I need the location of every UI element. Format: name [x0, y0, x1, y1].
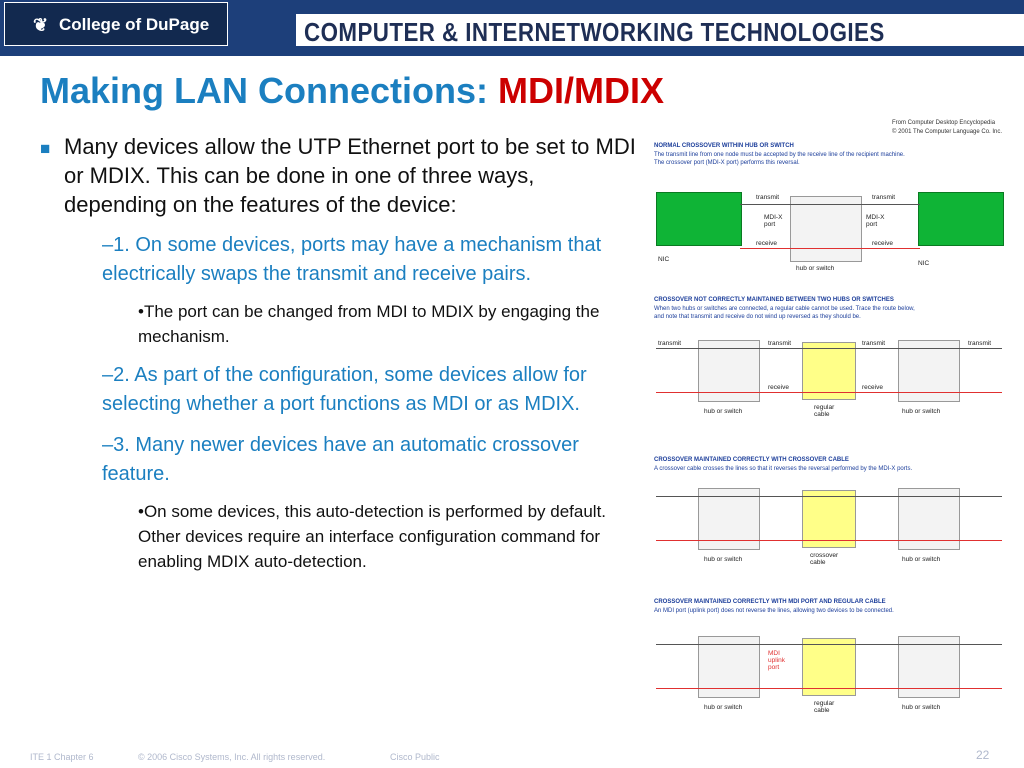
- label-hub: hub or switch: [902, 704, 941, 711]
- regular-cable: [802, 638, 856, 696]
- banner-text: COMPUTER & INTERNETWORKING TECHNOLOGIES: [304, 17, 885, 47]
- transmit-line: [656, 644, 1002, 645]
- nic-card-right: [918, 192, 1004, 246]
- label-hub: hub or switch: [704, 704, 743, 711]
- panel-2-title: CROSSOVER NOT CORRECTLY MAINTAINED BETWE…: [654, 297, 894, 303]
- label-nic: NIC: [658, 256, 670, 263]
- label-transmit: transmit: [768, 340, 792, 347]
- panel-2-heading: CROSSOVER NOT CORRECTLY MAINTAINED BETWE…: [654, 296, 915, 322]
- hub-2b: [898, 340, 960, 402]
- hub-3a: [698, 488, 760, 550]
- footer-classification: Cisco Public: [390, 752, 440, 762]
- panel-2-desc: When two hubs or switches are connected,…: [654, 305, 915, 321]
- panel-4-desc: An MDI port (uplink port) does not rever…: [654, 607, 894, 614]
- panel-3-desc: A crossover cable crosses the lines so t…: [654, 465, 913, 472]
- receive-line: [656, 540, 1002, 541]
- sub-bullet-3: –3. Many newer devices have an automatic…: [102, 434, 579, 485]
- nic-card-left: [656, 192, 742, 246]
- title-highlight: MDI/MDIX: [498, 70, 664, 111]
- college-logo: ❦ College of DuPage: [4, 2, 228, 46]
- label-crossover-cable: crossover cable: [810, 552, 839, 566]
- hub-2a: [698, 340, 760, 402]
- label-receive: receive: [756, 240, 777, 247]
- footer-chapter: ITE 1 Chapter 6: [30, 752, 94, 762]
- transmit-line: [740, 204, 920, 205]
- panel-4-title: CROSSOVER MAINTAINED CORRECTLY WITH MDI …: [654, 599, 886, 605]
- label-nic: NIC: [918, 260, 930, 267]
- panel-1-title: NORMAL CROSSOVER WITHIN HUB OR SWITCH: [654, 143, 794, 149]
- sub-bullet-3-detail: •On some devices, this auto-detection is…: [138, 502, 607, 571]
- label-hub: hub or switch: [796, 265, 835, 272]
- title-main: Making LAN Connections:: [40, 70, 498, 111]
- label-receive: receive: [862, 384, 883, 391]
- regular-cable: [802, 342, 856, 400]
- panel-1-desc: The transmit line from one node must be …: [654, 151, 905, 167]
- panel-1-heading: NORMAL CROSSOVER WITHIN HUB OR SWITCH Th…: [654, 142, 905, 168]
- slide-title: Making LAN Connections: MDI/MDIX: [40, 70, 664, 112]
- panel-3-heading: CROSSOVER MAINTAINED CORRECTLY WITH CROS…: [654, 456, 912, 473]
- page-number: 22: [976, 748, 990, 762]
- receive-line: [740, 248, 920, 249]
- label-transmit: transmit: [756, 194, 780, 201]
- label-hub: hub or switch: [902, 408, 941, 415]
- banner: COMPUTER & INTERNETWORKING TECHNOLOGIES: [296, 14, 1024, 47]
- hub-4b: [898, 636, 960, 698]
- figure-credit: From Computer Desktop Encyclopedia © 200…: [892, 120, 1003, 135]
- header-bar: ❦ College of DuPage COMPUTER & INTERNETW…: [0, 0, 1024, 56]
- slide-content: ■ Many devices allow the UTP Ethernet po…: [40, 132, 638, 574]
- logo-text: College of DuPage: [59, 15, 210, 34]
- label-transmit: transmit: [872, 194, 896, 201]
- label-regular-cable: regular cable: [814, 700, 835, 714]
- crossover-cable: [802, 490, 856, 548]
- label-transmit: transmit: [862, 340, 886, 347]
- leaf-icon: ❦: [33, 15, 49, 35]
- label-hub: hub or switch: [902, 556, 941, 563]
- sub-bullet-2: –2. As part of the configuration, some d…: [102, 364, 587, 415]
- bullet-intro: ■ Many devices allow the UTP Ethernet po…: [40, 132, 638, 219]
- label-transmit: transmit: [968, 340, 992, 347]
- label-mdix-port: MDI-X port: [764, 214, 783, 228]
- sub-bullet-1-detail: •The port can be changed from MDI to MDI…: [138, 302, 600, 346]
- hub-1: [790, 196, 862, 262]
- hub-4a: [698, 636, 760, 698]
- transmit-line: [656, 348, 1002, 349]
- label-transmit: transmit: [658, 340, 682, 347]
- label-receive: receive: [768, 384, 789, 391]
- sub-bullet-1: –1. On some devices, ports may have a me…: [102, 234, 602, 285]
- hub-3b: [898, 488, 960, 550]
- label-hub: hub or switch: [704, 556, 743, 563]
- label-mdi-uplink-port: MDI uplink port: [768, 650, 785, 671]
- label-receive: receive: [872, 240, 893, 247]
- label-hub: hub or switch: [704, 408, 743, 415]
- panel-4-heading: CROSSOVER MAINTAINED CORRECTLY WITH MDI …: [654, 598, 894, 615]
- bullet-intro-text: Many devices allow the UTP Ethernet port…: [64, 134, 636, 217]
- receive-line: [656, 392, 1002, 393]
- footer-copyright: © 2006 Cisco Systems, Inc. All rights re…: [138, 752, 326, 762]
- label-regular-cable: regular cable: [814, 404, 835, 418]
- label-mdix-port: MDI-X port: [866, 214, 885, 228]
- panel-3-title: CROSSOVER MAINTAINED CORRECTLY WITH CROS…: [654, 457, 849, 463]
- transmit-line: [656, 496, 1002, 497]
- square-bullet-icon: ■: [40, 139, 51, 158]
- receive-line: [656, 688, 1002, 689]
